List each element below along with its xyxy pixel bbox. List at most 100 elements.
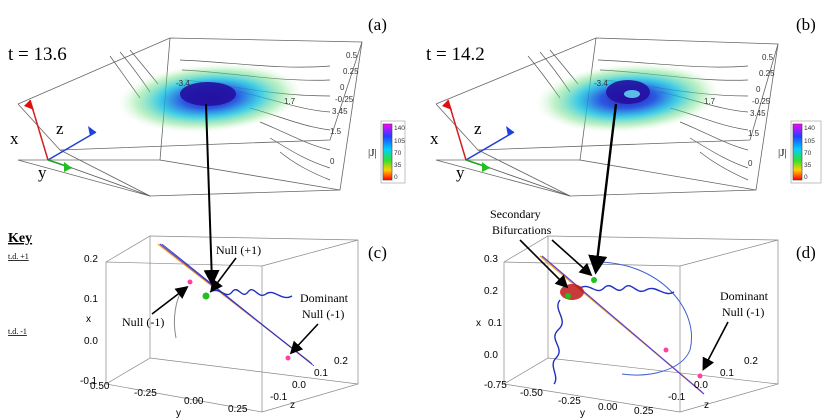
panel-d-z-tick-2: 0.1 bbox=[720, 368, 734, 379]
panel-d-x-tick-2: 0.2 bbox=[484, 286, 498, 297]
panel-a: (a) t = 13.6 -3.4 1.7 bbox=[8, 15, 406, 197]
panel-b-cbar-tick-1: 140 bbox=[804, 125, 815, 132]
panel-a-cbar-tick-1: 140 bbox=[394, 125, 405, 132]
panel-d-label: (d) bbox=[796, 243, 816, 262]
panel-d-dominant-null bbox=[697, 373, 703, 379]
panel-d-z-tick-3: 0.0 bbox=[694, 380, 708, 391]
panel-c-dominant-null bbox=[285, 355, 291, 361]
panel-b-tick-4: -0.25 bbox=[752, 97, 771, 106]
panel-b-tick-6: 1.5 bbox=[748, 129, 760, 138]
panel-b-axis-z: z bbox=[474, 119, 482, 138]
panel-d-y-tick-3: -0.25 bbox=[558, 396, 581, 407]
panel-d-z-axis-title: z bbox=[704, 400, 709, 411]
panel-c-x-axis-title: x bbox=[86, 314, 91, 325]
panel-a-tick-3: 0 bbox=[340, 83, 345, 92]
panel-c-y-tick-2: -0.25 bbox=[134, 388, 157, 399]
panel-d-spine-purple bbox=[541, 255, 705, 395]
panel-a-label: (a) bbox=[368, 15, 387, 34]
panel-d-z-tick-4: -0.1 bbox=[668, 392, 686, 403]
panel-c-spine-blue bbox=[161, 243, 315, 367]
panel-a-tick-6: 1.5 bbox=[330, 127, 342, 136]
panel-d-x-tick-4: 0.0 bbox=[484, 350, 498, 361]
panel-a-cbar-tick-4: 35 bbox=[394, 162, 402, 169]
panel-b-cbar-tick-4: 35 bbox=[804, 162, 812, 169]
panel-d-bifurcation-cluster bbox=[560, 284, 584, 300]
panel-a-axis-z: z bbox=[56, 119, 64, 138]
panel-a-cbar-tick-5: 0 bbox=[394, 174, 398, 181]
panel-b-current-hole bbox=[624, 90, 640, 98]
panel-d-x-tick-3: 0.1 bbox=[488, 318, 502, 329]
panel-c-z-tick-4: -0.1 bbox=[270, 392, 288, 403]
panel-c-y-axis-title: y bbox=[176, 408, 181, 419]
panel-a-x-marker bbox=[24, 100, 34, 110]
panel-a-colorbar-title: |J| bbox=[368, 147, 377, 159]
arrow-a-to-c bbox=[203, 103, 220, 286]
panel-a-tick-1: 0.5 bbox=[346, 51, 358, 60]
panel-a-cbar-tick-3: 70 bbox=[394, 150, 402, 157]
panel-d-x-tick-1: 0.3 bbox=[484, 254, 498, 265]
panel-b: (b) t = 14.2 -3.4 1.7 0.5 bbox=[426, 15, 822, 197]
panel-d-annot-dominant-1: Dominant bbox=[720, 289, 769, 303]
arrow-b-to-d bbox=[588, 103, 618, 275]
panel-d-fieldline-arc bbox=[595, 261, 692, 376]
panel-c-fieldline-helix bbox=[209, 289, 293, 299]
panel-c-z-axis-title: z bbox=[290, 400, 295, 411]
panel-b-colorbar-title: |J| bbox=[778, 147, 787, 159]
panel-a-current-core bbox=[180, 82, 236, 106]
panel-d-null-pink bbox=[663, 347, 669, 353]
panel-c-arrow-null-plus bbox=[210, 257, 237, 293]
panel-b-axis-x: x bbox=[430, 129, 439, 148]
panel-d-annot-dominant-2: Null (-1) bbox=[722, 305, 764, 319]
panel-b-cbar-tick-3: 70 bbox=[804, 150, 812, 157]
panel-a-tick-5: 3.45 bbox=[332, 107, 348, 116]
panel-d: (d) Secondary Bifurcations Dominant Null… bbox=[476, 207, 816, 419]
panel-c-z-tick-1: 0.2 bbox=[334, 356, 348, 367]
panel-d-x-axis-title: x bbox=[476, 318, 481, 329]
panel-a-contour-label-2: 1.7 bbox=[284, 97, 296, 106]
panel-d-z-tick-1: 0.2 bbox=[744, 356, 758, 367]
panel-c-annot-dominant-1: Dominant bbox=[300, 291, 349, 305]
panel-a-tick-4: -0.25 bbox=[335, 95, 354, 104]
panel-c: (c) Null (+1) Null (-1) Dominant Null (-… bbox=[80, 235, 387, 419]
panel-b-label: (b) bbox=[796, 15, 816, 34]
panel-b-tick-3: 0 bbox=[756, 85, 761, 94]
panel-b-x-marker bbox=[442, 100, 452, 110]
panel-a-cbar-tick-2: 105 bbox=[394, 138, 405, 145]
panel-b-tick-2: 0.25 bbox=[759, 69, 775, 78]
panel-c-x-tick-2: 0.1 bbox=[84, 294, 98, 305]
panel-c-x-tick-4: -0.1 bbox=[80, 376, 98, 387]
panel-a-z-marker bbox=[88, 126, 96, 136]
panel-d-y-axis-title: y bbox=[580, 408, 585, 419]
panel-c-y-tick-4: 0.25 bbox=[228, 404, 248, 415]
panel-c-y-tick-1: 0.50 bbox=[90, 381, 110, 392]
panel-d-null-green-1 bbox=[565, 293, 571, 299]
panel-d-fieldline-vertical bbox=[552, 299, 563, 385]
panel-c-arrow-dominant bbox=[289, 323, 319, 355]
panel-c-z-tick-3: 0.0 bbox=[292, 380, 306, 391]
panel-c-z-tick-2: 0.1 bbox=[314, 368, 328, 379]
panel-a-tick-2: 0.25 bbox=[343, 67, 359, 76]
panel-d-arrow-bif-2 bbox=[551, 239, 593, 277]
panel-c-null-minus bbox=[187, 279, 193, 285]
panel-d-y-tick-2: -0.50 bbox=[520, 388, 543, 399]
panel-c-label: (c) bbox=[368, 243, 387, 262]
panel-b-contour-label-1: -3.4 bbox=[594, 79, 608, 88]
panel-b-time: t = 14.2 bbox=[426, 44, 485, 65]
panel-c-fieldline-gray bbox=[173, 289, 183, 339]
panel-a-contour-label-1: -3.4 bbox=[176, 79, 190, 88]
panel-b-y-marker bbox=[482, 162, 490, 172]
panel-c-annot-null-minus: Null (-1) bbox=[122, 315, 164, 329]
panel-b-orientation-axes bbox=[442, 99, 571, 197]
panel-d-annot-secondary: Secondary bbox=[490, 207, 541, 221]
panel-b-axis-y: y bbox=[456, 163, 465, 182]
panel-a-colorbar: |J| 140 105 70 35 0 bbox=[368, 120, 406, 184]
key-title: Key bbox=[8, 231, 32, 246]
panel-a-axis-y: y bbox=[38, 163, 47, 182]
panel-d-y-tick-4: 0.00 bbox=[598, 402, 618, 413]
panel-a-y-marker bbox=[64, 162, 72, 172]
panel-b-tick-7: 0 bbox=[748, 159, 753, 168]
panel-d-y-tick-5: 0.25 bbox=[634, 406, 654, 417]
panel-c-null-plus bbox=[202, 292, 210, 300]
panel-c-x-tick-1: 0.2 bbox=[84, 254, 98, 265]
